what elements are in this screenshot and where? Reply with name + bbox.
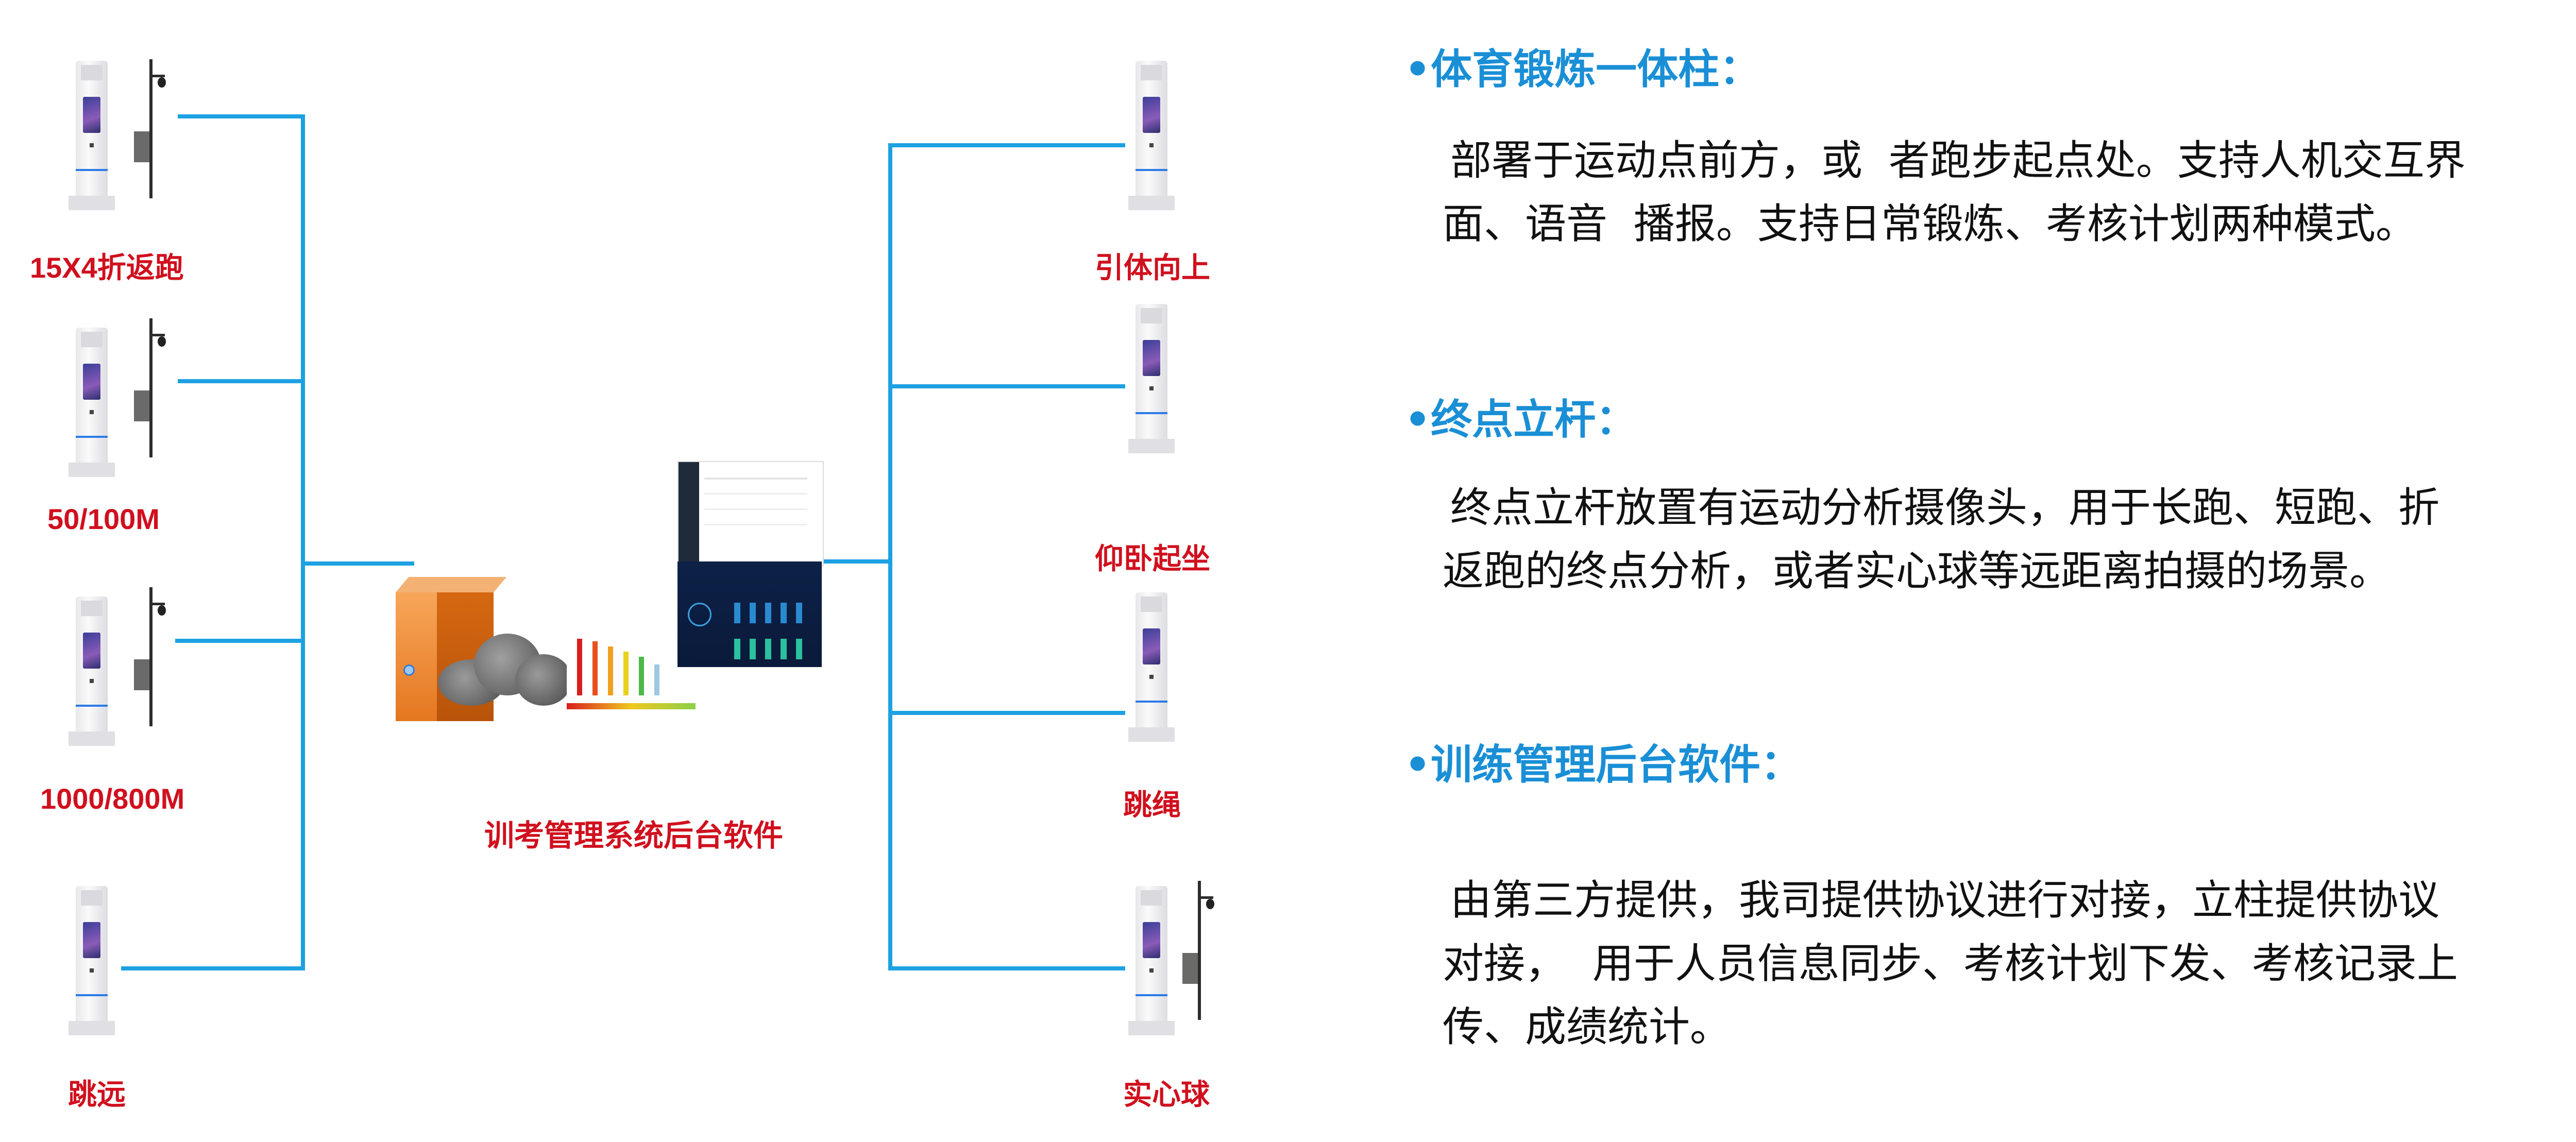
kiosk-icon (1128, 592, 1175, 742)
kiosk-icon (1128, 304, 1175, 453)
section-body-line: 终点立杆放置有运动分析摄像头，用于长跑、短跑、折 (1450, 484, 2439, 532)
right-branch-3 (888, 711, 1125, 715)
kiosk-icon (1128, 886, 1175, 1035)
section-body-line: 面、语音 播报。支持日常锻炼、考核计划两种模式。 (1443, 200, 2417, 248)
right-branch-4 (888, 966, 1125, 970)
section-heading: •体育锻炼一体柱： (1404, 45, 1761, 93)
camera-pole-icon (134, 59, 166, 198)
station-label: 仰卧起坐 (1095, 542, 1210, 575)
kiosk-icon (69, 328, 115, 477)
section-heading: •终点立杆： (1404, 395, 1637, 444)
station-label: 实心球 (1123, 1078, 1210, 1111)
section-body-line: 返跑的终点分析，或者实心球等远距离拍摄的场景。 (1443, 547, 2391, 595)
admin-web-screenshot (677, 461, 824, 566)
kiosk-icon (69, 886, 115, 1035)
left-branch-2 (178, 379, 304, 383)
section-heading: •训练管理后台软件： (1404, 740, 1802, 789)
section-body-line: 由第三方提供，我司提供协议进行对接，立柱提供协议 (1450, 876, 2439, 924)
camera-pole-icon (134, 318, 166, 457)
section-body-line: 传、成绩统计。 (1443, 1003, 1731, 1051)
software-link (819, 559, 891, 564)
left-branch-1 (178, 114, 304, 118)
ranking-chart-screenshot (567, 618, 696, 713)
center-label: 训考管理系统后台软件 (484, 819, 784, 853)
camera-pole-icon (134, 587, 166, 726)
kiosk-icon (1128, 61, 1175, 210)
station-label: 跳远 (68, 1078, 126, 1111)
kiosk-icon (69, 61, 115, 210)
right-branch-1 (888, 143, 1125, 147)
station-label: 引体向上 (1095, 251, 1210, 284)
cloud-icon (438, 628, 572, 711)
section-body-line: 对接， 用于人员信息同步、考核计划下发、考核记录上 (1443, 940, 2458, 987)
dashboard-screenshot (677, 561, 822, 667)
station-label: 跳绳 (1123, 789, 1181, 821)
left-branch-3 (175, 639, 304, 643)
left-branch-4 (121, 966, 304, 970)
left-bus-line (301, 114, 305, 970)
right-branch-2 (888, 384, 1125, 388)
station-label: 50/100M (47, 503, 160, 535)
server-link (301, 561, 414, 566)
station-label: 1000/800M (40, 782, 185, 815)
camera-pole-icon (1182, 881, 1214, 1020)
station-label: 15X4折返跑 (30, 251, 184, 284)
kiosk-icon (69, 596, 115, 746)
right-bus-line (888, 143, 892, 970)
section-body-line: 部署于运动点前方，或 者跑步起点处。支持人机交互界 (1450, 137, 2466, 184)
